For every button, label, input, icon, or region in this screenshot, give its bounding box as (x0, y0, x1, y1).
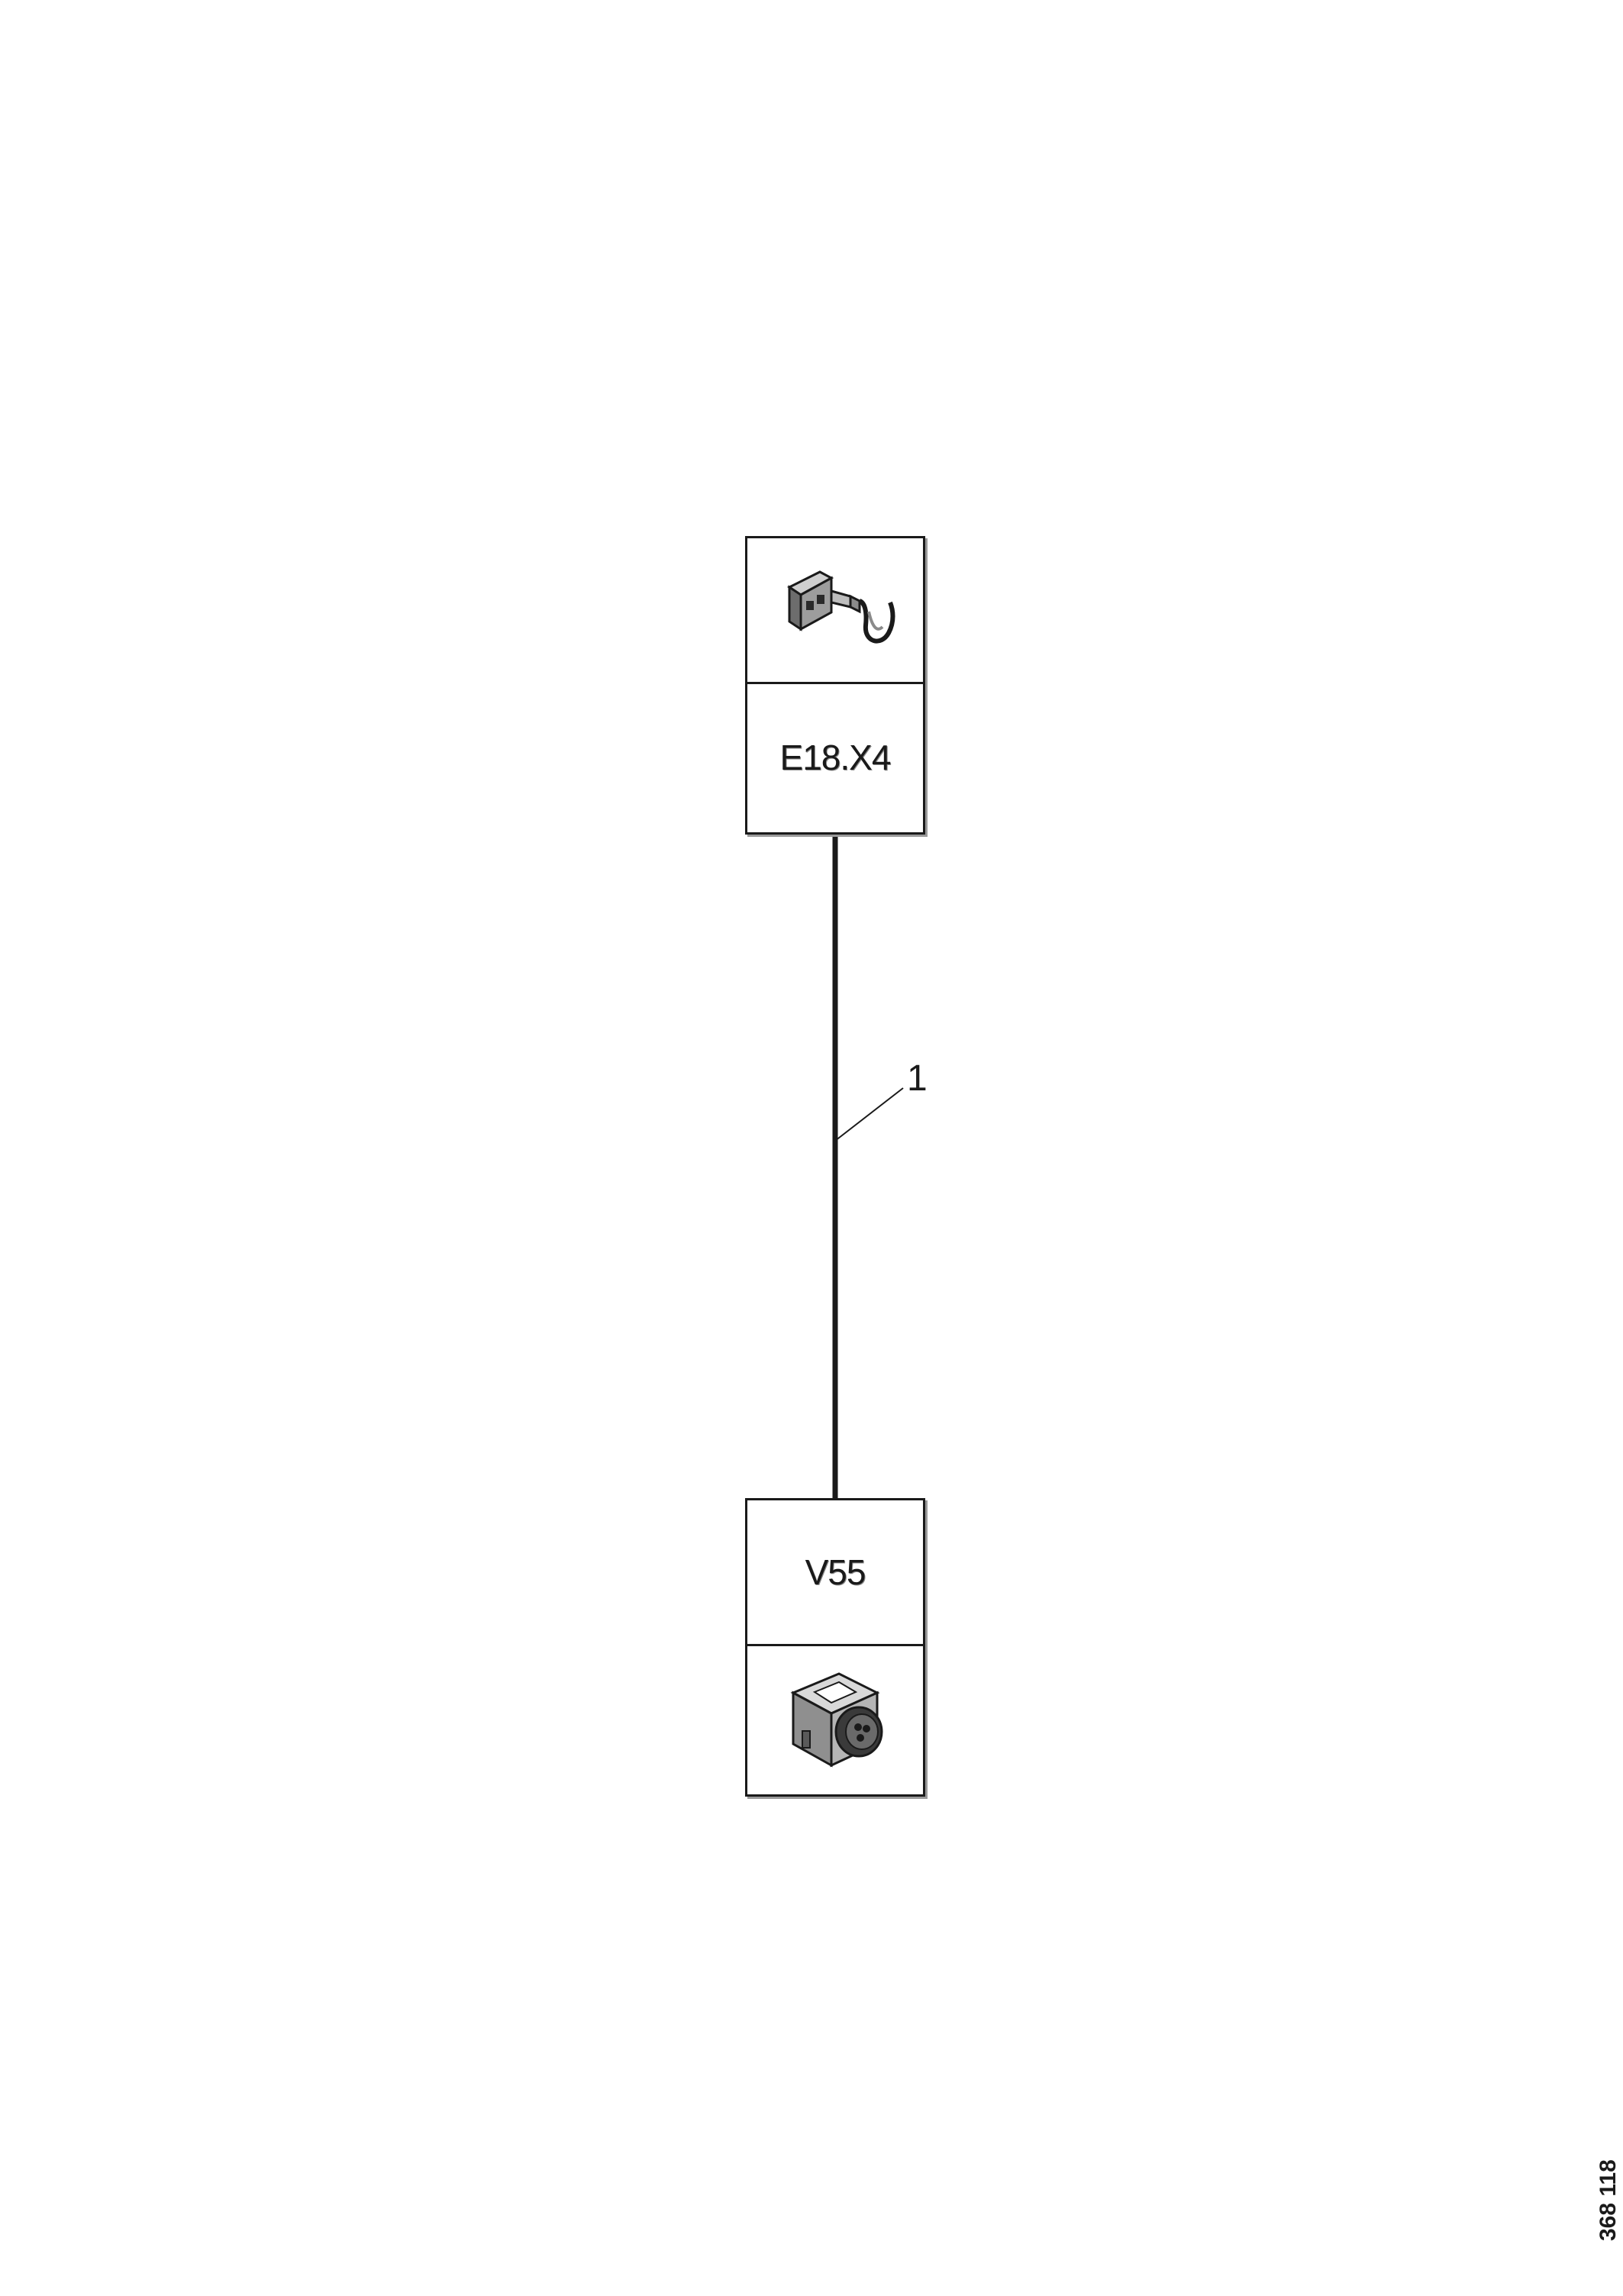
component-v55[interactable]: V55 (745, 1498, 925, 1797)
connector-terminal-icon (787, 570, 895, 644)
component-label-v55: V55 (805, 1552, 866, 1592)
component-label-cell: V55 (747, 1500, 923, 1646)
component-e18-x4[interactable]: E18.X4 (745, 536, 925, 835)
wire-leader-line (834, 1087, 904, 1142)
camera-module-icon (790, 1671, 883, 1768)
wire-number-label: 1 (907, 1058, 928, 1099)
component-label-cell: E18.X4 (747, 684, 923, 830)
component-label-e18-x4: E18.X4 (779, 737, 892, 777)
component-icon-cell (747, 538, 923, 684)
component-icon-cell (747, 1646, 923, 1792)
figure-id-label: 368 118 (1596, 2159, 1621, 2241)
